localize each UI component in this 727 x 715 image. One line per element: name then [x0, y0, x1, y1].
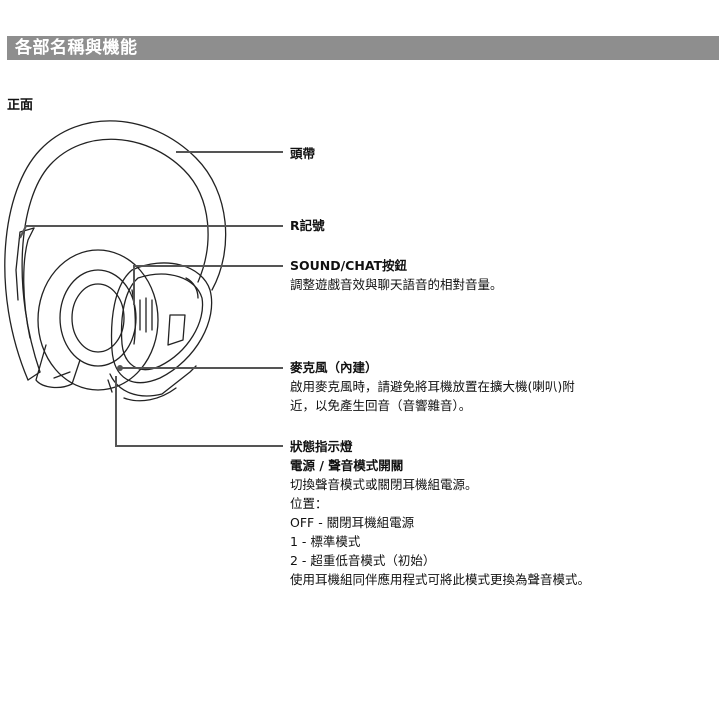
- position-1: 1 - 標準模式: [290, 534, 361, 549]
- earcup-rear-outer: [37, 249, 159, 391]
- position-label: 位置：: [290, 496, 328, 511]
- sound-chat-label: SOUND/CHAT按鈕: [290, 258, 408, 273]
- mic-desc-line1: 啟用麥克風時，請避免將耳機放置在擴大機(喇叭)附: [290, 379, 575, 394]
- sound-chat-desc: 調整遊戲音效與聊天語音的相對音量。: [290, 277, 503, 292]
- callout-r-mark: R記號: [290, 216, 325, 235]
- earcup-front: [110, 262, 213, 384]
- status-light-label: 狀態指示燈: [290, 439, 353, 454]
- callout-status: 狀態指示燈 電源 / 聲音模式開關 切換聲音模式或關閉耳機組電源。 位置： OF…: [290, 437, 590, 589]
- callout-headband: 頭帶: [290, 144, 315, 163]
- headband-outer: [4, 120, 227, 381]
- callout-mic: 麥克風（內建） 啟用麥克風時，請避免將耳機放置在擴大機(喇叭)附 近，以免產生回…: [290, 358, 575, 415]
- leader-sound-chat: [133, 265, 283, 305]
- headband-label: 頭帶: [290, 146, 316, 161]
- status-desc: 切換聲音模式或關閉耳機組電源。: [290, 477, 478, 492]
- status-note: 使用耳機組同伴應用程式可將此模式更換為聲音模式。: [290, 572, 591, 587]
- leader-r-mark: [19, 225, 283, 239]
- earpad-inner: [59, 269, 137, 367]
- mic-label: 麥克風（內建）: [290, 360, 378, 375]
- power-switch-label: 電源 / 聲音模式開關: [290, 458, 404, 473]
- section-header-bar: 各部名稱與機能: [7, 36, 719, 60]
- callout-sound-chat: SOUND/CHAT按鈕 調整遊戲音效與聊天語音的相對音量。: [290, 256, 503, 294]
- section-title: 各部名稱與機能: [15, 38, 138, 58]
- position-off: OFF - 關閉耳機組電源: [290, 515, 415, 530]
- view-subheading: 正面: [7, 98, 34, 113]
- position-2: 2 - 超重低音模式（初始）: [290, 553, 436, 568]
- leader-status: [115, 376, 283, 447]
- mic-desc-line2: 近，以免產生回音（音響雜音）。: [290, 398, 472, 413]
- r-mark-label: R記號: [290, 218, 325, 233]
- headband-inner: [21, 138, 209, 373]
